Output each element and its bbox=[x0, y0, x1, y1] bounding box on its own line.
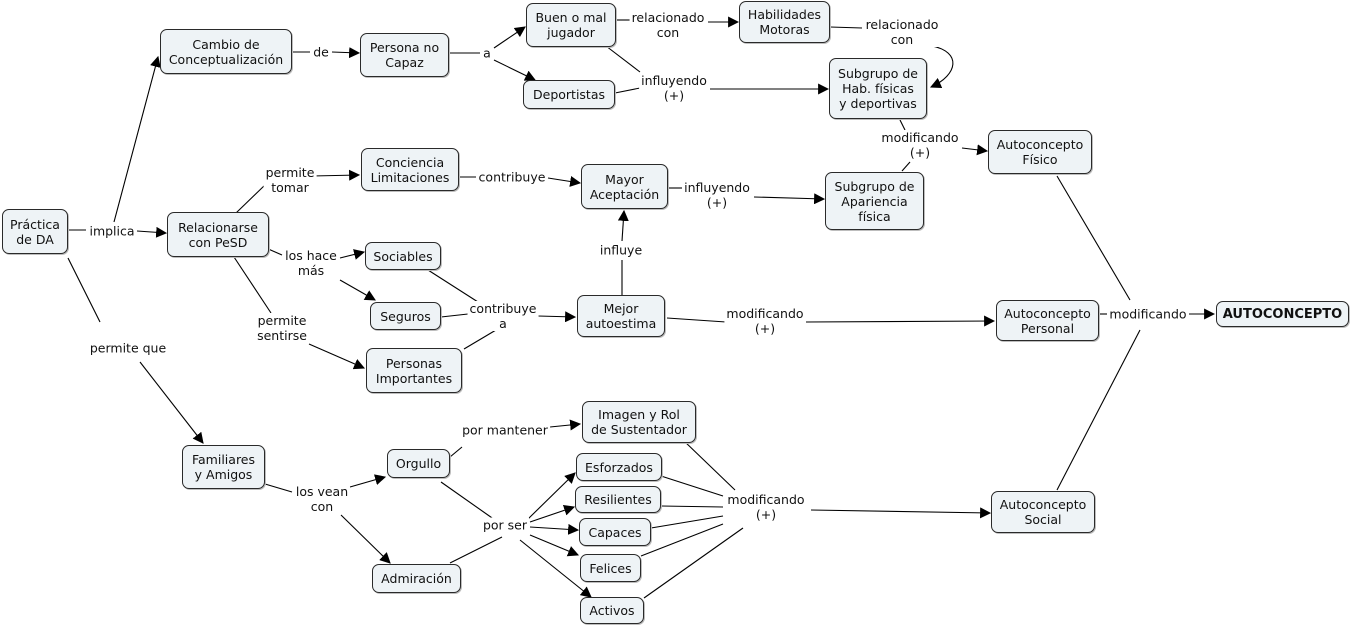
node-esforzados[interactable]: Esforzados bbox=[576, 453, 662, 481]
link-modificando-final: modificando bbox=[1107, 306, 1189, 322]
node-conciencia-limitaciones[interactable]: Conciencia Limitaciones bbox=[361, 148, 459, 191]
node-buen-mal-jugador[interactable]: Buen o mal jugador bbox=[526, 3, 616, 47]
link-modificando-personal: modificando (+) bbox=[724, 306, 806, 336]
link-influye: influye bbox=[597, 242, 645, 258]
node-felices[interactable]: Felices bbox=[580, 554, 641, 582]
link-los-hace-mas: los hace más bbox=[283, 248, 339, 278]
node-habilidades-motoras[interactable]: Habilidades Motoras bbox=[739, 1, 830, 43]
link-relacionado-con-1: relacionado con bbox=[629, 10, 707, 40]
node-sociables[interactable]: Sociables bbox=[365, 242, 441, 270]
link-por-ser: por ser bbox=[480, 517, 530, 533]
link-permite-sentirse: permite sentirse bbox=[255, 313, 309, 343]
node-mejor-autoestima[interactable]: Mejor autoestima bbox=[577, 295, 665, 337]
link-implica: implica bbox=[87, 223, 137, 239]
node-activos[interactable]: Activos bbox=[580, 597, 644, 624]
link-contribuye: contribuye bbox=[476, 169, 548, 185]
node-subgrupo-hab-fisicas[interactable]: Subgrupo de Hab. físicas y deportivas bbox=[829, 58, 927, 119]
link-relacionado-con-2: relacionado con bbox=[863, 17, 941, 47]
node-persona-no-capaz[interactable]: Persona no Capaz bbox=[360, 33, 449, 77]
link-modificando-fisico: modificando (+) bbox=[879, 130, 961, 160]
link-de: de bbox=[311, 44, 331, 60]
node-resilientes[interactable]: Resilientes bbox=[575, 486, 661, 513]
node-admiracion[interactable]: Admiración bbox=[372, 564, 461, 593]
node-personas-importantes[interactable]: Personas Importantes bbox=[366, 348, 462, 393]
node-autoconcepto-fisico[interactable]: Autoconcepto Físico bbox=[988, 130, 1092, 174]
node-autoconcepto[interactable]: AUTOCONCEPTO bbox=[1216, 301, 1349, 327]
node-imagen-rol-sustentador[interactable]: Imagen y Rol de Sustentador bbox=[582, 401, 696, 443]
node-relacionarse-pesd[interactable]: Relacionarse con PeSD bbox=[167, 212, 269, 257]
node-autoconcepto-personal[interactable]: Autoconcepto Personal bbox=[996, 300, 1099, 341]
node-autoconcepto-social[interactable]: Autoconcepto Social bbox=[991, 491, 1095, 533]
node-subgrupo-apariencia[interactable]: Subgrupo de Apariencia física bbox=[825, 172, 924, 230]
link-por-mantener: por mantener bbox=[460, 422, 550, 438]
link-influyendo-2: influyendo (+) bbox=[682, 180, 752, 210]
node-familiares-amigos[interactable]: Familiares y Amigos bbox=[182, 445, 265, 489]
node-cambio-conceptualizacion[interactable]: Cambio de Conceptualización bbox=[160, 29, 292, 74]
node-mayor-aceptacion[interactable]: Mayor Aceptación bbox=[581, 164, 668, 209]
node-orgullo[interactable]: Orgullo bbox=[387, 449, 450, 478]
link-permite-tomar: permite tomar bbox=[263, 165, 317, 195]
link-contribuye-a: contribuye a bbox=[467, 301, 539, 331]
link-los-vean-con: los vean con bbox=[293, 484, 351, 514]
node-practica[interactable]: Práctica de DA bbox=[2, 209, 68, 254]
link-modificando-social: modificando (+) bbox=[725, 492, 807, 522]
node-seguros[interactable]: Seguros bbox=[370, 302, 441, 330]
link-a: a bbox=[481, 45, 493, 61]
link-influyendo-1: influyendo (+) bbox=[639, 73, 709, 103]
node-capaces[interactable]: Capaces bbox=[579, 518, 651, 546]
link-permite-que: permite que bbox=[87, 340, 169, 356]
node-deportistas[interactable]: Deportistas bbox=[523, 80, 615, 109]
